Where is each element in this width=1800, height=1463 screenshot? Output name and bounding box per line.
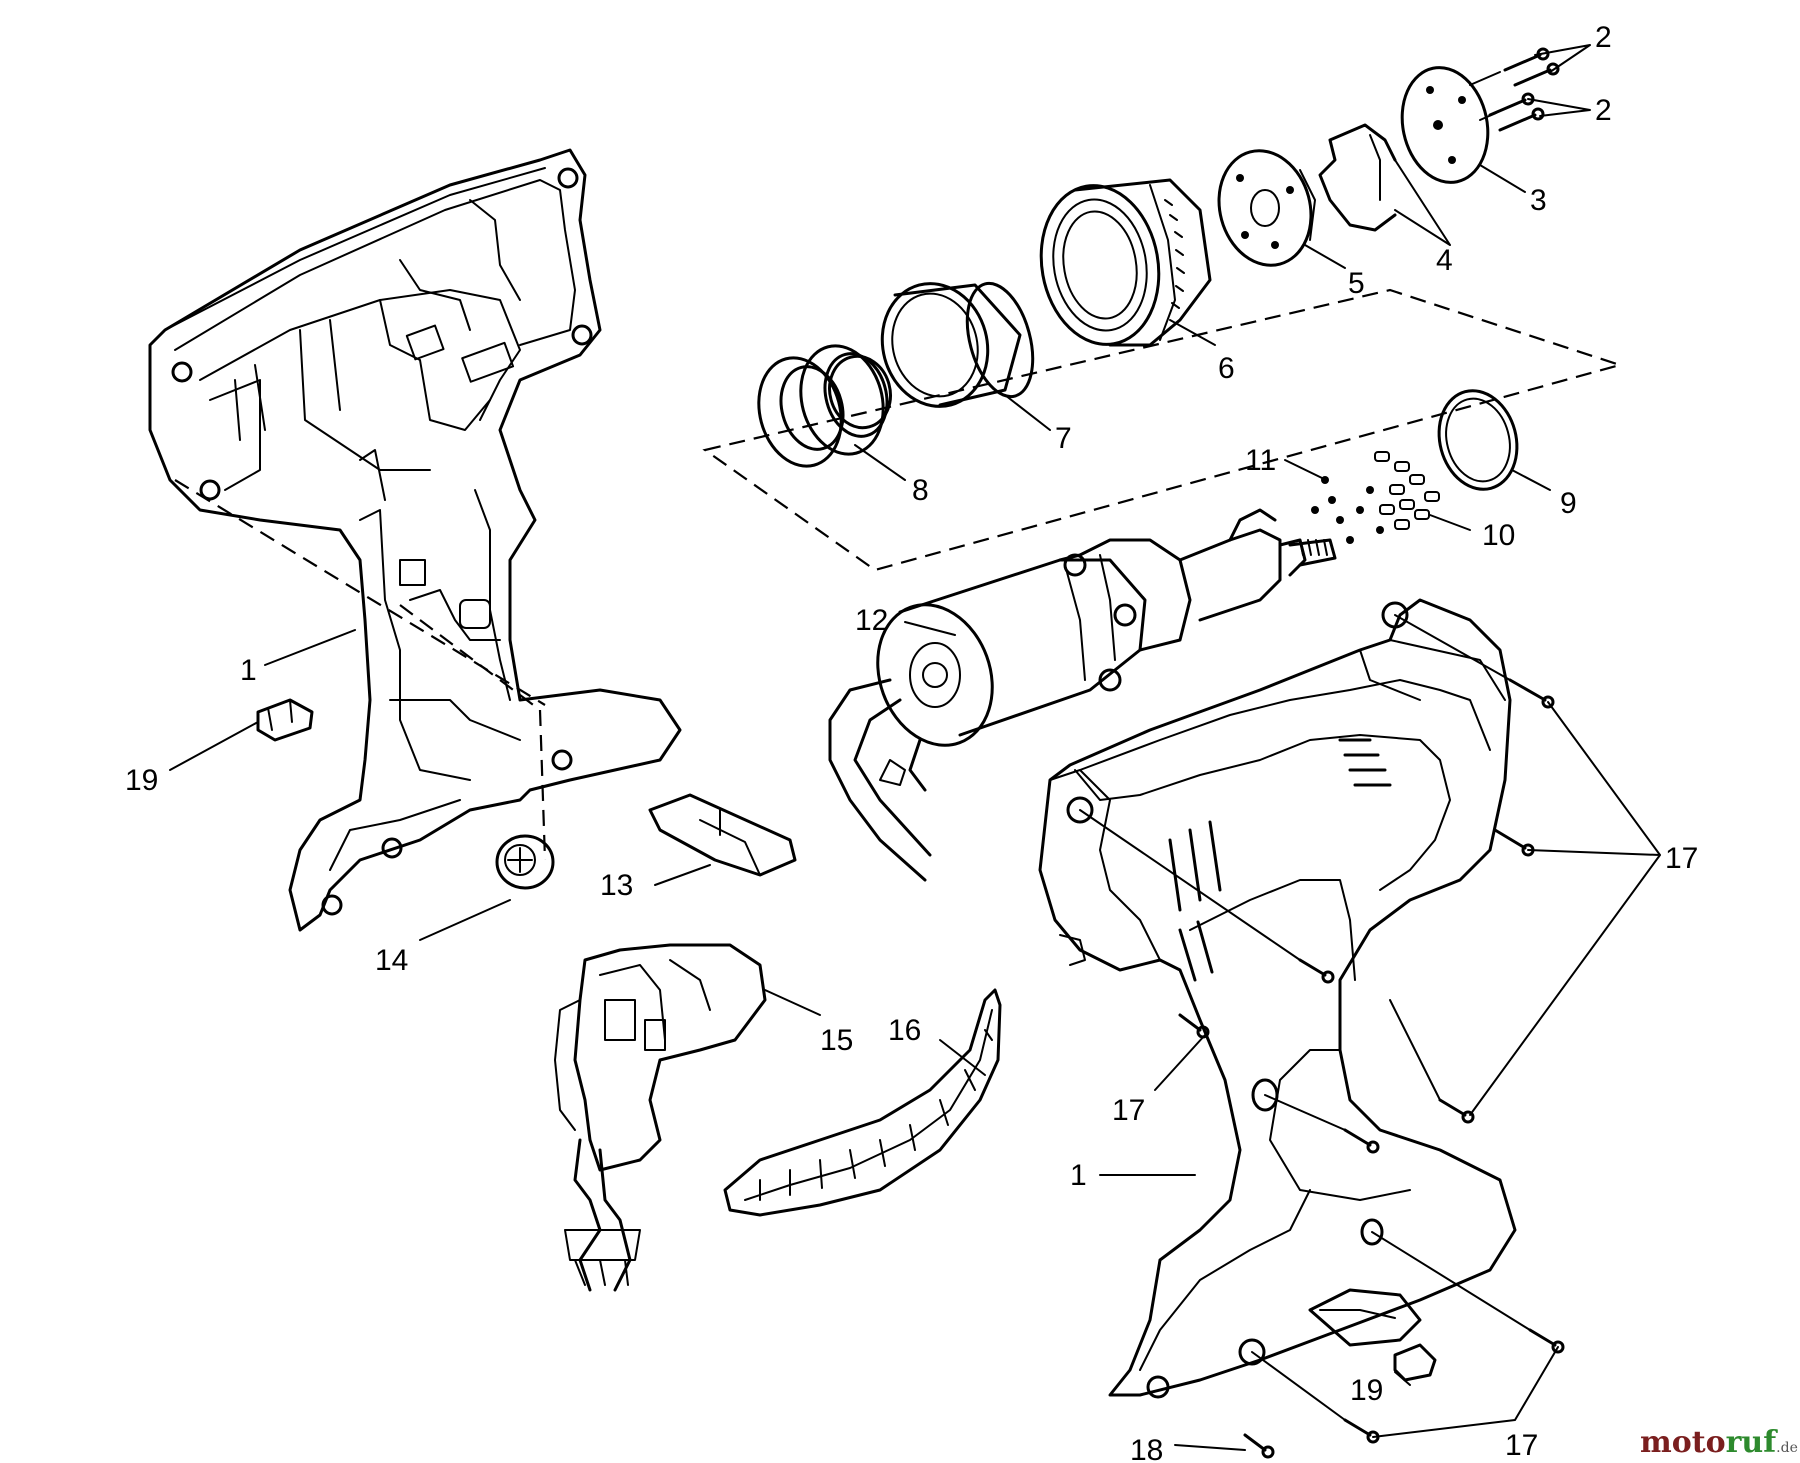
callout-16: 16 [888,1014,921,1047]
callout-5: 5 [1348,267,1365,300]
callout-4: 4 [1436,244,1453,277]
callout-18: 18 [1130,1434,1163,1463]
part-2-screws [1469,47,1560,132]
callout-2-lower: 2 [1595,94,1612,127]
callout-19-left: 19 [125,764,158,797]
part-16-strap [723,988,1002,1217]
callout-11: 11 [1245,444,1276,477]
part-17-18-screws [1079,614,1565,1459]
part-7-sleeve [880,281,1035,408]
part-14-knob [495,834,555,890]
callout-labels: 1 1 2 2 3 4 5 6 7 8 9 10 11 12 13 14 15 … [125,21,1698,1463]
callout-1-right: 1 [1070,1159,1087,1192]
housing-alignment-line-lower [399,604,547,861]
callout-9: 9 [1560,487,1577,520]
callout-2-top: 2 [1595,21,1612,54]
part-6-chuck-collar [1039,178,1212,347]
part-8-rings [757,344,892,468]
callout-15: 15 [820,1024,853,1057]
callout-1-left: 1 [240,654,257,687]
callout-17-mid: 17 [1112,1094,1145,1127]
part-19-clip-right [1393,1343,1437,1382]
assembly-dashed-frame [702,288,1624,572]
callout-14: 14 [375,944,408,977]
part-5-plate [1217,149,1316,267]
callout-12: 12 [855,604,888,637]
callout-10: 10 [1482,519,1515,552]
part-15-switch [554,943,767,1292]
right-housing-half [1038,598,1517,1399]
part-10-11-pins-balls [1311,451,1440,544]
part-12-motor [828,508,1337,882]
part-19-clip-left [256,698,314,742]
watermark-logo: motoruf.de [1640,1425,1798,1460]
left-housing-half [148,148,682,932]
callout-7: 7 [1055,422,1072,455]
part-9-o-ring [1437,389,1519,491]
callout-17-right: 17 [1665,842,1698,875]
callout-8: 8 [912,474,929,507]
callout-13: 13 [600,869,633,902]
part-13-button [648,793,797,877]
leader-lines [169,44,1661,1451]
part-4-spring-clip [1318,123,1397,232]
callout-17-bottom: 17 [1505,1429,1538,1462]
callout-3: 3 [1530,184,1547,217]
callout-6: 6 [1218,352,1235,385]
callout-19-right: 19 [1350,1374,1383,1407]
